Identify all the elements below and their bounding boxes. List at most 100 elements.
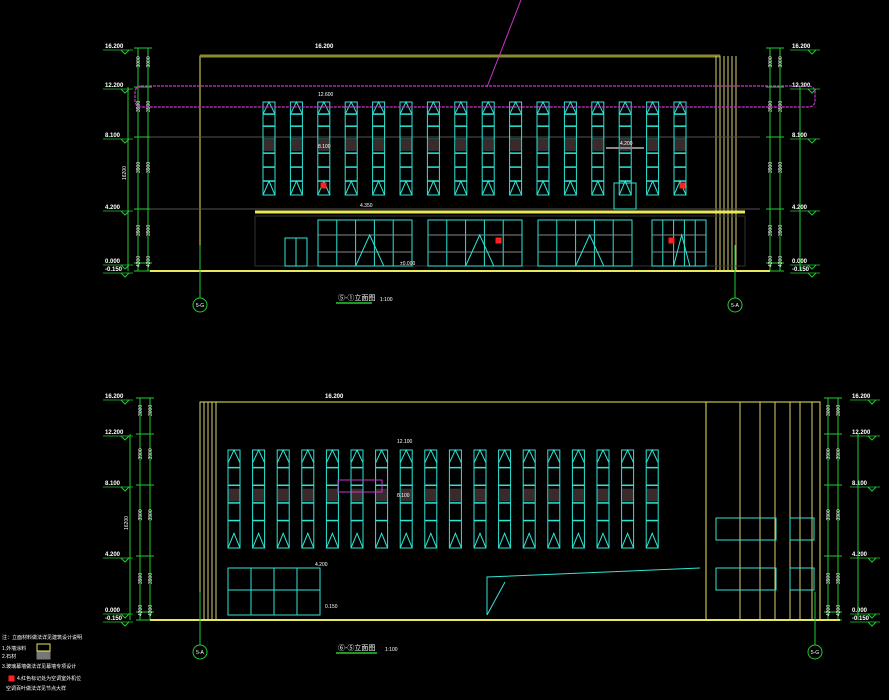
- dimension-value: 3900: [148, 448, 154, 459]
- window-vent: [498, 448, 512, 463]
- window-vent: [325, 448, 339, 463]
- door-swing: [355, 233, 385, 267]
- dimension-value: 3000: [138, 405, 144, 416]
- window-vent: [536, 179, 550, 196]
- dimension-value: 4200: [136, 256, 142, 267]
- spandrel-panel: [449, 488, 461, 502]
- level-label: 4.200: [105, 552, 121, 558]
- dimension-value: 4200: [138, 605, 144, 616]
- spandrel-panel: [455, 138, 467, 151]
- window-vent: [621, 531, 635, 549]
- legend-item: 3.玻璃幕墙做法详见幕墙专项设计: [2, 663, 76, 670]
- dimension-value: 3900: [146, 225, 152, 236]
- window-vent: [618, 179, 632, 196]
- level-triangle-icon: [867, 621, 877, 627]
- side-window: [715, 517, 777, 541]
- elevation-note: 4.200: [315, 562, 328, 568]
- dimension-value: 3900: [778, 101, 784, 112]
- window-vent: [473, 448, 487, 463]
- window-vent: [252, 531, 266, 549]
- window-vent: [454, 179, 468, 196]
- spandrel-panel: [373, 138, 385, 151]
- level-triangle-icon: [120, 272, 130, 278]
- window-vent: [448, 448, 462, 463]
- level-triangle-icon: [807, 272, 817, 278]
- window-vent: [424, 531, 438, 549]
- level-triangle-icon: [120, 486, 130, 492]
- elevation-note: 12.600: [318, 92, 334, 98]
- window-vent: [301, 531, 315, 549]
- dimension-value: 3000: [836, 405, 842, 416]
- spandrel-panel: [646, 488, 658, 502]
- window-vent: [262, 100, 276, 115]
- dimension-value: 3900: [146, 162, 152, 173]
- dimension-value: 4200: [826, 605, 832, 616]
- window-vent: [399, 531, 413, 549]
- window-vent: [536, 100, 550, 115]
- dimension-value: 3000: [146, 56, 152, 67]
- spandrel-panel: [427, 138, 439, 151]
- dimension-value: 3900: [836, 448, 842, 459]
- level-triangle-icon: [120, 49, 130, 55]
- entrance-door: [613, 182, 637, 210]
- elevation-note: 4.350: [360, 203, 373, 209]
- window-vent: [375, 448, 389, 463]
- grid-bubble: [807, 644, 823, 660]
- dimension-value: 3900: [836, 509, 842, 520]
- ramp-slope: [486, 567, 701, 616]
- dimension-value: 3000: [768, 56, 774, 67]
- level-label: -0.150: [852, 616, 870, 622]
- dimension-value: 3900: [836, 573, 842, 584]
- window-vent: [591, 100, 605, 115]
- elevation-note: 4.200: [620, 141, 633, 147]
- level-label: 8.100: [105, 133, 121, 139]
- window-vent: [571, 531, 585, 549]
- grid-label: 5-A: [196, 650, 204, 656]
- ac-unit-marker: [668, 237, 675, 244]
- dimension-value: 3900: [826, 573, 832, 584]
- level-label: 16.200: [105, 44, 124, 50]
- spandrel-panel: [253, 488, 265, 502]
- revision-leader: [486, 0, 522, 88]
- spandrel-panel: [474, 488, 486, 502]
- spandrel-panel: [647, 138, 659, 151]
- level-label: 16.200: [792, 44, 811, 50]
- window-vent: [621, 448, 635, 463]
- dimension-value: 3000: [148, 405, 154, 416]
- dimension-value: 3900: [768, 162, 774, 173]
- window-vent: [301, 448, 315, 463]
- window-vent: [350, 448, 364, 463]
- window-vent: [563, 179, 577, 196]
- window-vent: [646, 100, 660, 115]
- grid-label: 5-G: [196, 303, 204, 309]
- dimension-value: 4200: [148, 605, 154, 616]
- window-vent: [276, 531, 290, 549]
- window-vent: [350, 531, 364, 549]
- storefront: [537, 219, 633, 267]
- window-vent: [522, 448, 536, 463]
- grid-bubble: [192, 644, 208, 660]
- spandrel-panel: [564, 138, 576, 151]
- level-triangle-icon: [807, 210, 817, 216]
- dimension-value: 3900: [148, 573, 154, 584]
- window-vent: [596, 448, 610, 463]
- level-label: 0.000: [852, 608, 868, 614]
- spandrel-panel: [351, 488, 363, 502]
- elevation-note: 8.100: [397, 493, 410, 499]
- ac-unit-marker: [320, 182, 327, 189]
- legend-swatch-stone: [36, 651, 51, 660]
- dimension-value: 3900: [138, 448, 144, 459]
- window-vent: [646, 179, 660, 196]
- level-triangle-icon: [807, 138, 817, 144]
- top-label: 16.200: [325, 394, 344, 400]
- level-triangle-icon: [867, 486, 877, 492]
- spandrel-panel: [228, 488, 240, 502]
- door-swing: [465, 233, 495, 267]
- level-label: -0.150: [792, 267, 810, 273]
- level-label: 4.200: [852, 552, 868, 558]
- legend-swatch-paint: [36, 643, 51, 652]
- spandrel-panel: [597, 488, 609, 502]
- ac-unit-marker: [495, 237, 502, 244]
- grid-label: 5-G: [811, 650, 819, 656]
